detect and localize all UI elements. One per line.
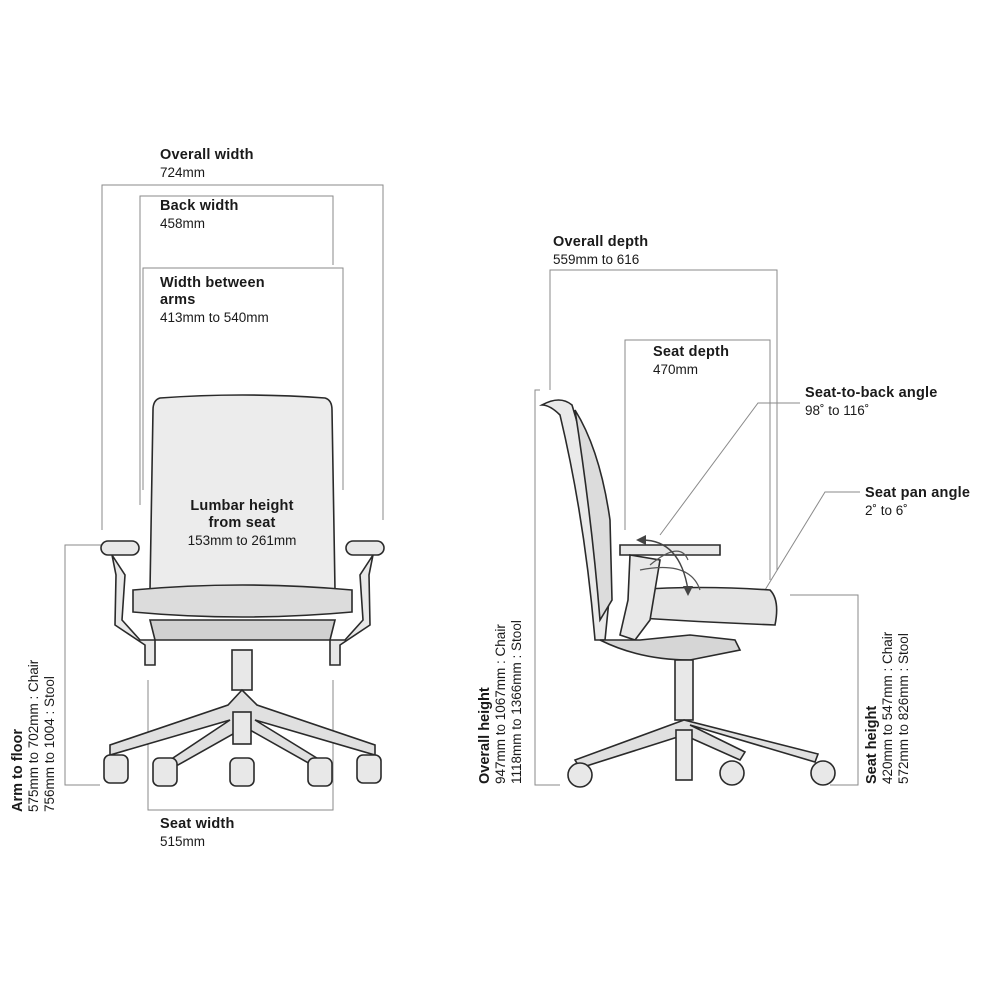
front-dimension-lines: [64, 184, 384, 811]
overall-depth-label: Overall depth 559mm to 616: [553, 234, 648, 268]
overall-height-label: Overall height 947mm to 1067mm : Chair 1…: [477, 620, 525, 784]
seat-width-label: Seat width 515mm: [160, 816, 235, 850]
seat-pan-angle-title: Seat pan angle: [865, 485, 971, 501]
seat-to-back-angle-title: Seat-to-back angle: [805, 385, 938, 401]
seat-pan-angle-value: 2˚ to 6˚: [865, 503, 908, 518]
seat-height-stool: 572mm to 826mm : Stool: [896, 633, 911, 784]
lumbar-height-label: Lumbar height from seat 153mm to 261mm: [172, 498, 312, 549]
lumbar-height-title-2: from seat: [208, 515, 276, 531]
overall-width-value: 724mm: [160, 165, 206, 180]
back-width-label: Back width 458mm: [160, 198, 239, 232]
side-chair-drawing: [538, 399, 836, 788]
overall-height-chair: 947mm to 1067mm : Chair: [493, 624, 508, 784]
arm-to-floor-label: Arm to floor 575mm to 702mm : Chair 756m…: [10, 660, 58, 812]
width-between-arms-value: 413mm to 540mm: [160, 310, 269, 325]
seat-width-title: Seat width: [160, 816, 235, 832]
seat-width-value: 515mm: [160, 834, 206, 849]
seat-depth-value: 470mm: [653, 362, 699, 377]
seat-height-title: Seat height: [864, 705, 880, 784]
overall-depth-title: Overall depth: [553, 234, 649, 250]
back-width-value: 458mm: [160, 216, 206, 231]
arm-to-floor-chair: 575mm to 702mm : Chair: [26, 659, 41, 812]
width-between-arms-title-2: arms: [160, 292, 196, 308]
width-between-arms-title-1: Width between: [160, 275, 265, 291]
front-chair-drawing: [100, 394, 385, 787]
width-between-arms-label: Width between arms 413mm to 540mm: [160, 275, 269, 326]
seat-pan-angle-label: Seat pan angle 2˚ to 6˚: [865, 485, 970, 519]
overall-depth-value: 559mm to 616: [553, 252, 640, 267]
overall-width-title: Overall width: [160, 147, 254, 163]
overall-width-label: Overall width 724mm: [160, 147, 254, 181]
angle-arrow: [641, 539, 689, 591]
seat-to-back-angle-value: 98˚ to 116˚: [805, 403, 870, 418]
seat-height-chair: 420mm to 547mm : Chair: [880, 631, 895, 784]
seat-to-back-angle-label: Seat-to-back angle 98˚ to 116˚: [805, 385, 938, 419]
seat-depth-label: Seat depth 470mm: [653, 344, 729, 378]
lumbar-height-title-1: Lumbar height: [190, 498, 294, 514]
arm-to-floor-stool: 756mm to 1004 : Stool: [42, 676, 57, 812]
side-dimension-lines: [534, 269, 860, 786]
overall-height-title: Overall height: [477, 687, 493, 784]
seat-height-label: Seat height 420mm to 547mm : Chair 572mm…: [864, 632, 912, 784]
lumbar-height-value: 153mm to 261mm: [187, 533, 297, 548]
back-width-title: Back width: [160, 198, 239, 214]
seat-depth-title: Seat depth: [653, 344, 730, 360]
arm-to-floor-title: Arm to floor: [10, 729, 26, 812]
overall-height-stool: 1118mm to 1366mm : Stool: [509, 620, 524, 784]
